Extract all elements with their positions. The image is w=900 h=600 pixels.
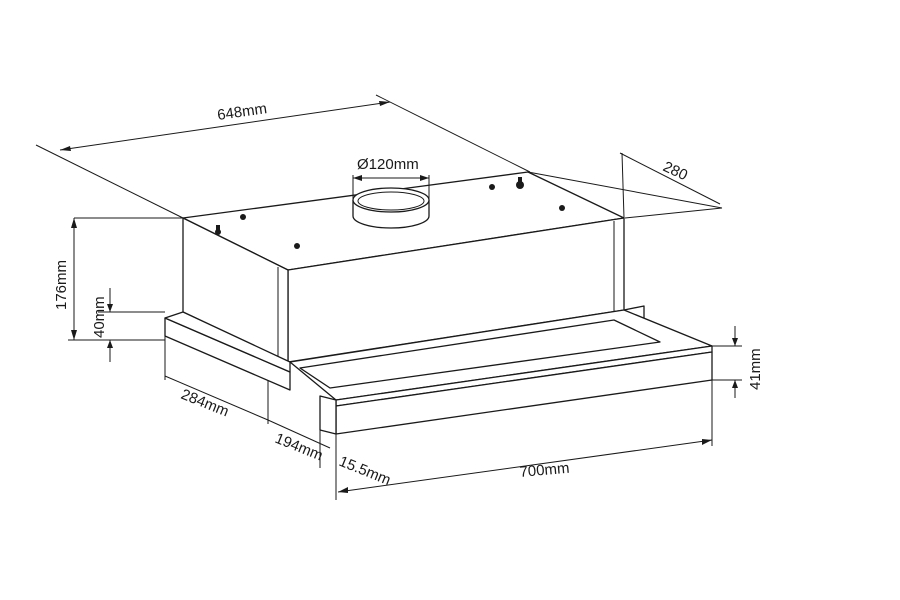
label-duct: Ø120mm [357,156,419,173]
dimension-700 [337,380,713,493]
dimension-176 [68,217,183,341]
label-15-5mm: 15.5mm [337,453,394,489]
slide-tray-inner [299,319,661,389]
label-176mm: 176mm [53,260,70,310]
label-41mm: 41mm [747,348,764,390]
dimension-284 [164,336,269,424]
label-40mm: 40mm [91,296,108,338]
dimension-194 [267,419,337,500]
label-284mm: 284mm [179,386,232,421]
mounting-holes [215,177,565,249]
dimension-648 [35,94,531,219]
duct-collar [352,175,430,229]
dimension-41 [712,326,742,398]
label-280: 280 [660,158,690,184]
dimension-280 [527,152,723,219]
front-panel-side [319,395,337,435]
label-648mm: 648mm [216,100,268,124]
dimension-40 [98,288,165,362]
label-700mm: 700mm [519,460,570,481]
label-194mm: 194mm [273,430,326,465]
